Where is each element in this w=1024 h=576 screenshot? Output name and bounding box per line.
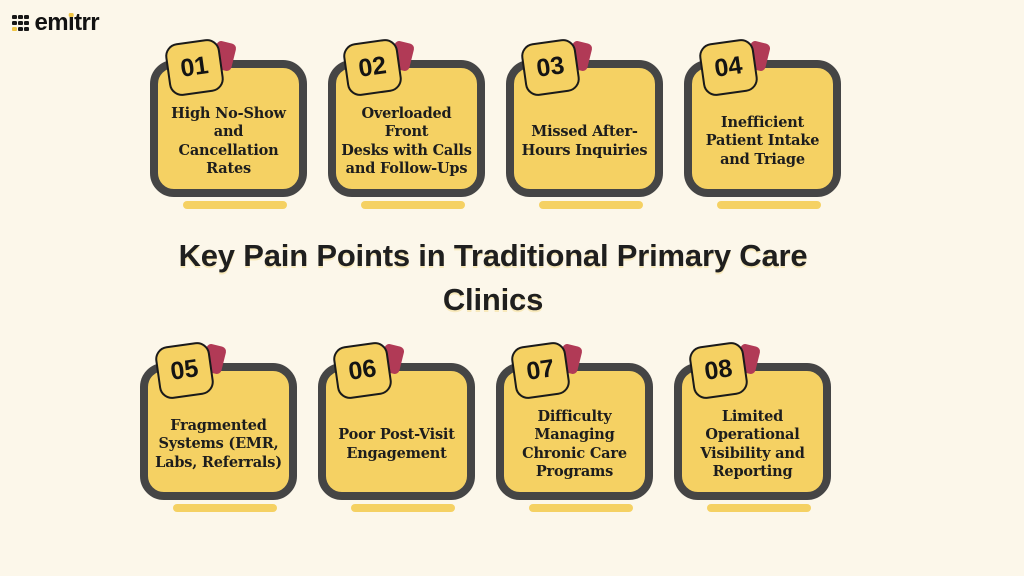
- card-number: 03: [534, 51, 567, 83]
- number-badge: 08: [687, 340, 750, 401]
- card-number: 08: [702, 354, 735, 386]
- card-number: 02: [356, 51, 389, 83]
- base-pill: [706, 504, 811, 512]
- brand-name-part: ı: [68, 9, 75, 36]
- i-dot-accent: [68, 12, 74, 18]
- emitrr-logo-icon: [12, 14, 29, 32]
- base-pill: [172, 504, 277, 512]
- base-pill: [716, 201, 821, 209]
- base-pill: [350, 504, 455, 512]
- brand-name-i: ı: [68, 9, 75, 36]
- card-number: 07: [524, 354, 557, 386]
- card-number: 05: [168, 354, 201, 386]
- base-pill: [360, 201, 465, 209]
- number-badge: 04: [697, 37, 760, 98]
- logo-dot: [18, 26, 23, 32]
- base-pill: [538, 201, 643, 209]
- logo-dot: [18, 14, 23, 20]
- card-number: 04: [712, 51, 745, 83]
- base-pill: [182, 201, 287, 209]
- logo-dot: [24, 14, 29, 20]
- logo-dot: [12, 20, 17, 26]
- card-number: 06: [346, 354, 379, 386]
- number-badge: 02: [341, 37, 404, 98]
- number-badge: 05: [153, 340, 216, 401]
- logo-dot: [12, 14, 17, 20]
- number-badge: 06: [331, 340, 394, 401]
- brand-name-part: trr: [74, 9, 99, 36]
- logo-dot-yellow: [12, 26, 17, 32]
- number-badge: 03: [519, 37, 582, 98]
- logo-dot: [18, 20, 23, 26]
- pain-point-card-03: 03 Missed After-Hours Inquiries: [506, 37, 663, 209]
- base-pill: [528, 504, 633, 512]
- number-badge: 01: [163, 37, 226, 98]
- main-title: Key Pain Points in Traditional Primary C…: [178, 238, 808, 317]
- card-title: Missed After-Hours Inquiries: [521, 123, 648, 159]
- number-badge: 07: [509, 340, 572, 401]
- logo-dot: [24, 20, 29, 26]
- logo-dot: [24, 26, 29, 32]
- brand-name-part: em: [34, 9, 69, 36]
- card-number: 01: [178, 51, 211, 83]
